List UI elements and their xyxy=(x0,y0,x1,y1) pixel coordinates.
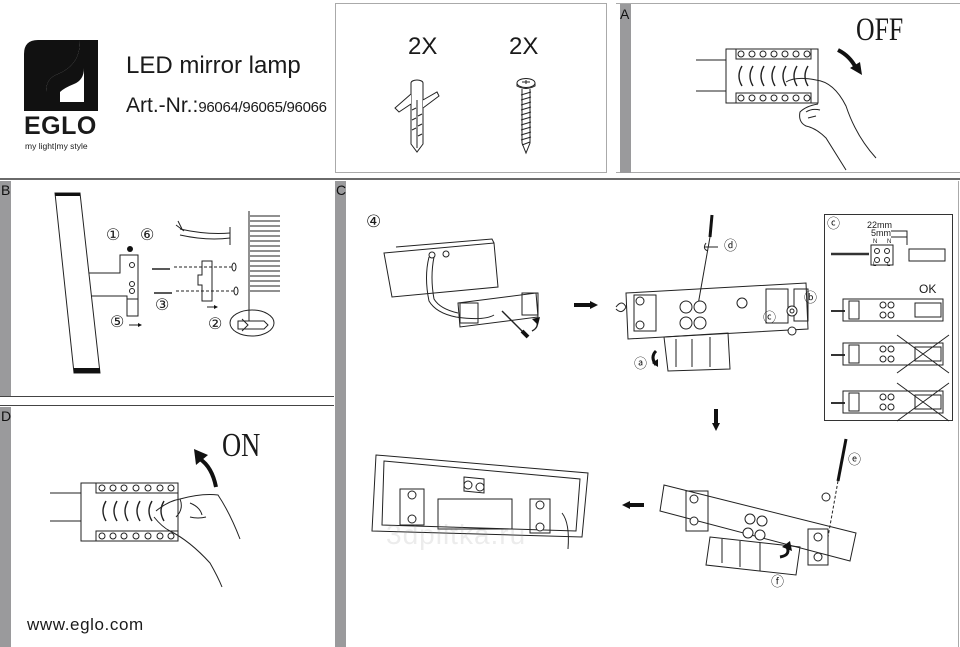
brand-name: EGLO xyxy=(24,112,97,140)
off-label: OFF xyxy=(856,12,904,48)
wire-strip-diagram-icon xyxy=(831,230,950,422)
header-panel: EGLO my light|my style LED mirror lamp A… xyxy=(0,0,332,175)
arrow-right-icon xyxy=(574,301,598,309)
detail-b: ⓑ xyxy=(804,290,818,305)
section-c-label: C xyxy=(336,182,347,198)
assembled-housing-diagram-icon xyxy=(371,454,589,550)
terminal-block-closed-diagram-icon xyxy=(659,438,857,576)
divider-b-d xyxy=(0,396,334,397)
inset-dim-5mm: 5mm xyxy=(871,228,891,238)
section-c-panel: ④ ⓓ ⓑ ⓒ ⓐ xyxy=(346,181,960,647)
section-d-label: D xyxy=(1,408,12,424)
detail-f: ⓕ xyxy=(771,574,785,589)
junction-box-diagram-icon xyxy=(383,238,540,339)
section-b-label: B xyxy=(1,182,11,198)
breaker-panel-off-icon xyxy=(696,48,877,171)
eglo-logo-icon xyxy=(24,40,98,111)
step-4-callout: ④ xyxy=(366,212,382,231)
section-d-panel: D ON www.eglo.com xyxy=(0,407,334,647)
article-values: 96064/96065/96066 xyxy=(198,99,327,116)
article-number: Art.-Nr.:96064/96065/96066 xyxy=(126,95,327,116)
detail-d: ⓓ xyxy=(724,238,738,253)
callout-1: ① xyxy=(106,227,121,244)
callout-3: ③ xyxy=(155,297,170,314)
inset-c-box: ⓒ 22mm 5mm N N L L OK xyxy=(824,214,953,422)
wall-mount-diagram-icon xyxy=(54,192,280,374)
inset-n-right: N xyxy=(887,239,892,245)
inset-ok-label: OK xyxy=(919,282,937,296)
on-arrow-icon xyxy=(194,449,218,488)
article-label: Art.-Nr.: xyxy=(126,94,199,117)
off-arrow-icon xyxy=(837,48,862,75)
section-b-panel: B ① ⑥ ③ ⑤ ② xyxy=(0,181,334,396)
screw-icon xyxy=(516,78,536,155)
product-title: LED mirror lamp xyxy=(126,52,301,79)
screw-b-icons xyxy=(786,305,798,336)
section-c-strip xyxy=(335,181,346,647)
brand-tagline: my light|my style xyxy=(25,141,88,151)
arrow-left-icon xyxy=(622,501,644,509)
wall-plug-icon xyxy=(394,79,440,153)
callout-2: ② xyxy=(208,316,223,333)
section-a-label: A xyxy=(620,6,630,22)
on-label: ON xyxy=(222,427,261,464)
divider-b-d-2 xyxy=(0,405,334,406)
plug-qty: 2X xyxy=(408,33,438,60)
screw-qty: 2X xyxy=(509,33,539,60)
watermark-text: 3dplitka.ru xyxy=(386,519,527,550)
divider-top xyxy=(0,178,960,180)
arrow-down-icon xyxy=(712,409,720,431)
inset-dim-22mm: 22mm xyxy=(867,220,893,230)
breaker-panel-on-icon xyxy=(50,482,241,588)
section-a-panel: A OFF xyxy=(616,3,960,173)
rotate-a-icon xyxy=(651,349,658,367)
detail-a: ⓐ xyxy=(634,356,648,371)
inset-n-left: N xyxy=(873,239,878,245)
section-d-strip xyxy=(0,407,11,647)
website-link[interactable]: www.eglo.com xyxy=(27,615,144,634)
divider-right-edge xyxy=(958,181,959,647)
callout-5: ⑤ xyxy=(110,314,125,331)
inset-c-label: ⓒ xyxy=(827,216,841,231)
callout-6: ⑥ xyxy=(140,227,155,244)
detail-c: ⓒ xyxy=(763,310,777,325)
detail-e: ⓔ xyxy=(848,452,862,467)
parts-panel: 2X 2X xyxy=(335,3,607,173)
section-a-strip xyxy=(620,4,631,173)
section-b-strip xyxy=(0,181,11,396)
terminal-block-open-diagram-icon xyxy=(615,214,809,372)
